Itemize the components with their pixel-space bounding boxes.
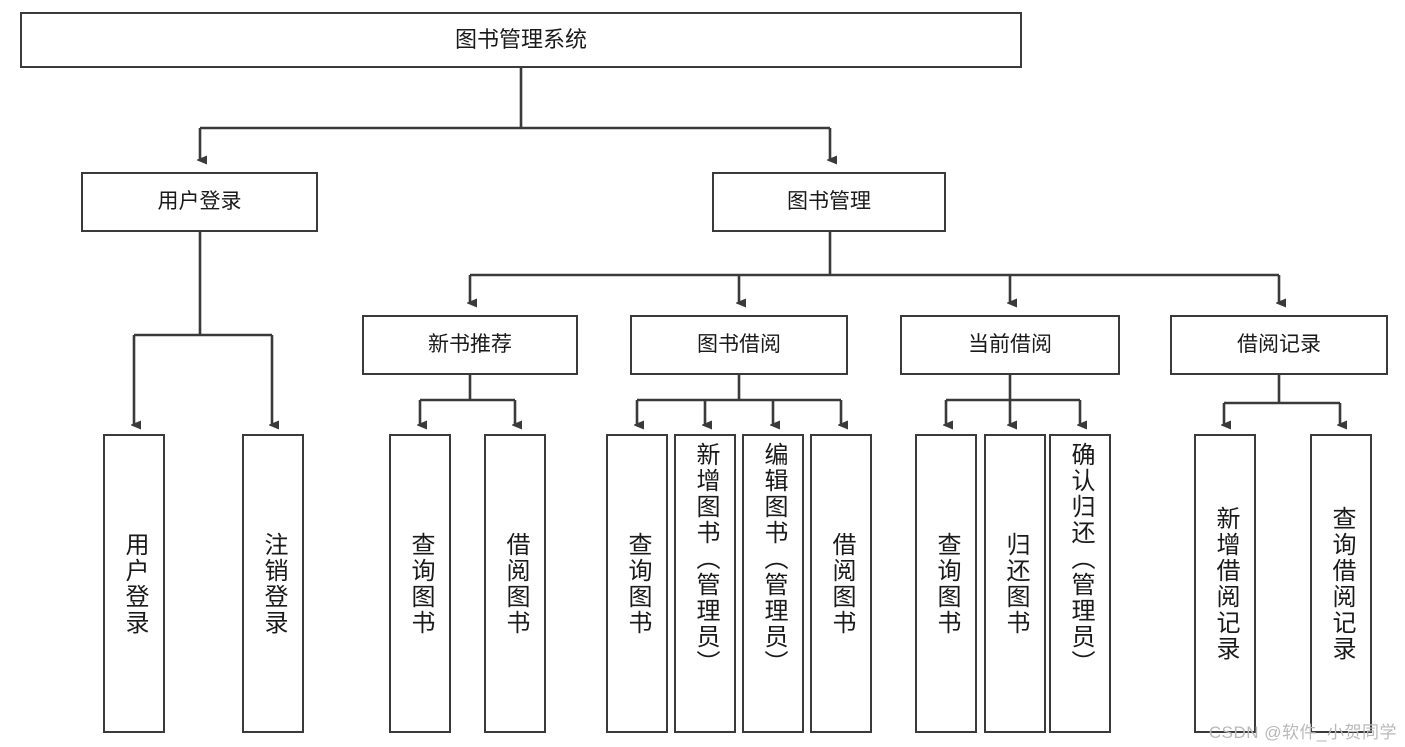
leaf-edit-book[interactable]: 编辑图书（管理员）	[742, 434, 804, 733]
leaf-query-record[interactable]: 查询借阅记录	[1310, 434, 1372, 733]
leaf-logout[interactable]: 注销登录	[242, 434, 304, 733]
node-user-login-label: 用户登录	[157, 189, 242, 213]
leaf-query-book-2-label: 查询图书	[624, 531, 651, 636]
node-borrow-record-label: 借阅记录	[1237, 332, 1321, 356]
node-borrow-record[interactable]: 借阅记录	[1170, 315, 1388, 375]
leaf-add-book[interactable]: 新增图书（管理员）	[674, 434, 736, 733]
leaf-return-book-label: 归还图书	[1002, 531, 1029, 636]
leaf-query-book-2[interactable]: 查询图书	[606, 434, 668, 733]
node-book-borrow-label: 图书借阅	[697, 332, 781, 356]
node-book-borrow[interactable]: 图书借阅	[630, 315, 848, 375]
leaf-logout-label: 注销登录	[260, 531, 287, 636]
node-root[interactable]: 图书管理系统	[20, 12, 1022, 68]
node-current-borrow-label: 当前借阅	[968, 332, 1052, 356]
node-book-mgmt[interactable]: 图书管理	[712, 172, 946, 232]
leaf-edit-book-label: 编辑图书（管理员）	[760, 442, 787, 676]
leaf-query-book-1[interactable]: 查询图书	[389, 434, 451, 733]
leaf-confirm-return[interactable]: 确认归还（管理员）	[1049, 434, 1111, 733]
leaf-confirm-return-label: 确认归还（管理员）	[1067, 442, 1094, 676]
leaf-query-record-label: 查询借阅记录	[1328, 505, 1355, 662]
leaf-user-login[interactable]: 用户登录	[103, 434, 165, 733]
watermark: CSDN @软件_小贺同学	[1208, 723, 1397, 742]
node-root-label: 图书管理系统	[454, 27, 587, 53]
leaf-query-book-3[interactable]: 查询图书	[915, 434, 977, 733]
leaf-user-login-label: 用户登录	[121, 531, 148, 636]
leaf-add-record[interactable]: 新增借阅记录	[1194, 434, 1256, 733]
leaf-borrow-book-2-label: 借阅图书	[828, 531, 855, 636]
node-current-borrow[interactable]: 当前借阅	[900, 315, 1120, 375]
node-user-login[interactable]: 用户登录	[81, 172, 318, 232]
node-new-book-rec[interactable]: 新书推荐	[362, 315, 578, 375]
leaf-query-book-1-label: 查询图书	[407, 531, 434, 636]
leaf-query-book-3-label: 查询图书	[933, 531, 960, 636]
leaf-add-record-label: 新增借阅记录	[1212, 505, 1239, 662]
leaf-return-book[interactable]: 归还图书	[984, 434, 1046, 733]
node-book-mgmt-label: 图书管理	[787, 189, 871, 213]
leaf-add-book-label: 新增图书（管理员）	[692, 442, 719, 676]
node-new-book-rec-label: 新书推荐	[428, 332, 512, 356]
leaf-borrow-book-1[interactable]: 借阅图书	[484, 434, 546, 733]
leaf-borrow-book-1-label: 借阅图书	[502, 531, 529, 636]
leaf-borrow-book-2[interactable]: 借阅图书	[810, 434, 872, 733]
